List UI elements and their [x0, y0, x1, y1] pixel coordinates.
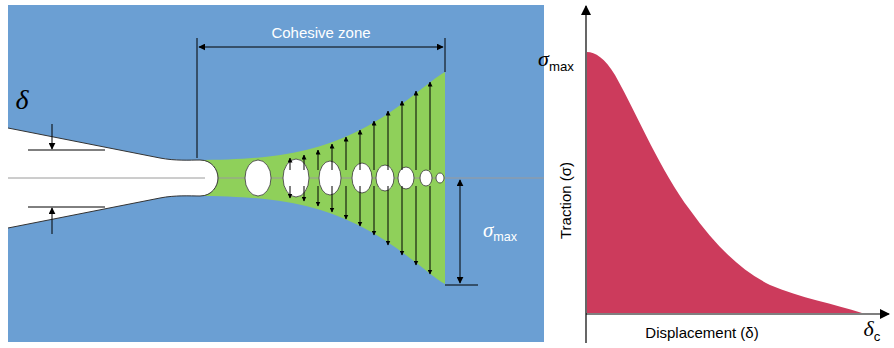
stress-symbol: σmax [538, 48, 574, 73]
opening-symbol: δ [15, 86, 28, 114]
traction-curve [587, 52, 862, 313]
strain-symbol: δc [864, 318, 881, 343]
material-ground [8, 5, 544, 342]
chart-axes [586, 6, 889, 343]
centre-line [8, 178, 544, 179]
crack [8, 128, 218, 228]
sigma-dimension [445, 180, 478, 285]
zone-dimension [197, 38, 445, 158]
axis-label: Displacement (δ) [645, 325, 758, 340]
axis-label: Traction (σ) [558, 161, 573, 238]
stress-symbol: σmax [483, 220, 517, 244]
zone-label: Cohesive zone [271, 25, 370, 40]
opening-dimension [28, 124, 105, 234]
traction-arrows [290, 82, 430, 274]
voids [245, 159, 444, 197]
centre-line [8, 178, 205, 179]
